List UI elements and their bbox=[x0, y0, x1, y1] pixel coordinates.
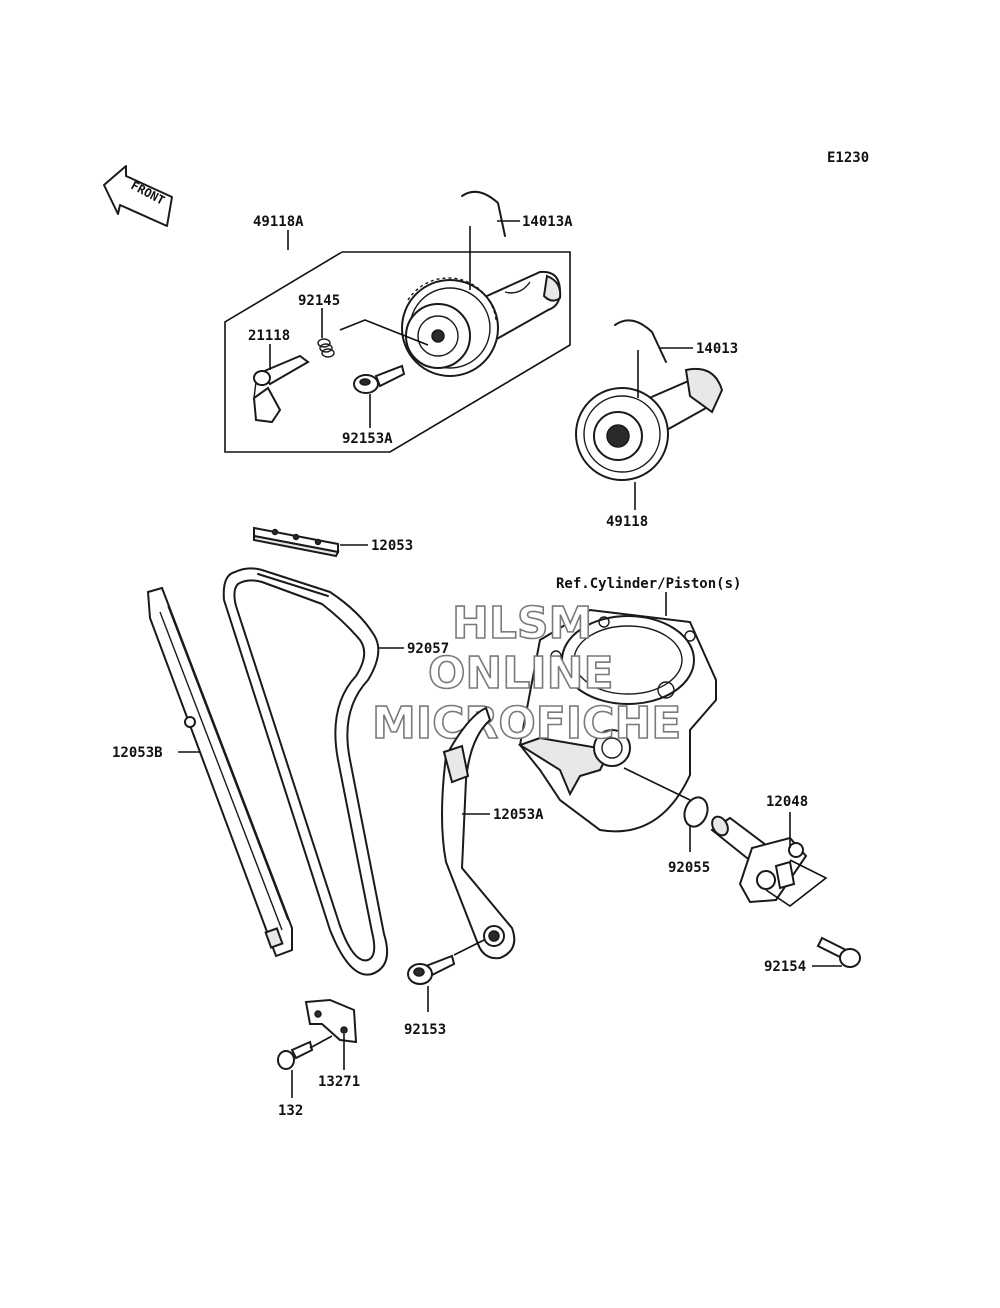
rear-chain-guide bbox=[441, 706, 516, 960]
part-label-92057: 92057 bbox=[407, 641, 449, 657]
watermark-line-2: ONLINE bbox=[428, 648, 614, 699]
guide-pivot-bolt bbox=[407, 954, 456, 985]
tensioner-bolt bbox=[816, 936, 861, 968]
exhaust-camshaft bbox=[575, 368, 724, 481]
o-ring bbox=[683, 796, 709, 828]
decompressor-spring bbox=[317, 338, 335, 358]
guide-plate bbox=[304, 998, 358, 1044]
part-label-92153: 92153 bbox=[404, 1022, 446, 1038]
diagram-code: E1230 bbox=[827, 150, 869, 166]
part-label-12053B: 12053B bbox=[112, 745, 163, 761]
watermark-line-3: MICROFICHE bbox=[372, 698, 681, 749]
cylinder-reference bbox=[517, 608, 717, 833]
part-label-132: 132 bbox=[278, 1103, 303, 1119]
ref-cylinder-label: Ref.Cylinder/Piston(s) bbox=[556, 576, 741, 592]
part-label-13271: 13271 bbox=[318, 1074, 360, 1090]
part-label-21118: 21118 bbox=[248, 328, 290, 344]
chain-tensioner bbox=[710, 815, 808, 904]
part-label-12048: 12048 bbox=[766, 794, 808, 810]
part-label-14013A: 14013A bbox=[522, 214, 573, 230]
front-chain-guide bbox=[146, 586, 293, 958]
part-label-12053: 12053 bbox=[371, 538, 413, 554]
watermark-line-1: HLSM bbox=[452, 598, 592, 649]
part-label-92145: 92145 bbox=[298, 293, 340, 309]
part-label-49118: 49118 bbox=[606, 514, 648, 530]
part-label-49118A: 49118A bbox=[253, 214, 304, 230]
part-label-92153A: 92153A bbox=[342, 431, 393, 447]
decompressor-shaft bbox=[252, 354, 310, 424]
plate-bolt bbox=[277, 1040, 314, 1070]
camshaft-assembly-box bbox=[224, 251, 571, 453]
cam-holder-clip-a bbox=[461, 190, 506, 237]
cam-sprocket-bolt bbox=[353, 364, 406, 394]
front-arrow-label: FRONT bbox=[129, 178, 167, 207]
cam-chain bbox=[222, 567, 388, 976]
front-arrow-icon: FRONT bbox=[103, 165, 173, 227]
cam-holder-clip bbox=[614, 319, 667, 363]
part-label-92055: 92055 bbox=[668, 860, 710, 876]
watermark: HLSM ONLINE MICROFICHE bbox=[371, 597, 682, 750]
part-label-14013: 14013 bbox=[696, 341, 738, 357]
upper-chain-guide bbox=[253, 526, 340, 558]
intake-camshaft bbox=[401, 270, 562, 377]
part-label-92154: 92154 bbox=[764, 959, 806, 975]
part-label-12053A: 12053A bbox=[493, 807, 544, 823]
